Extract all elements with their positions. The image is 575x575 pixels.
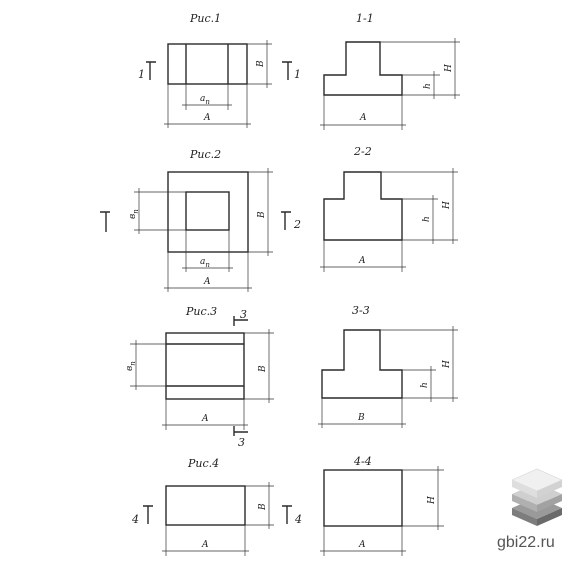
- figure-3-mark-top: 3: [240, 308, 247, 321]
- figure-1-mark-left: 1: [138, 68, 145, 81]
- figure-3-dim-H: H: [442, 360, 452, 369]
- figure-2-dim-b: B: [257, 211, 267, 219]
- figure-4-mark-left: 4: [131, 513, 139, 526]
- figure-4-dim-a: A: [201, 540, 209, 550]
- figure-3-section-title: 3-3: [352, 304, 370, 317]
- logo-icon: [511, 468, 563, 526]
- figure-2-section-title: 2-2: [353, 145, 372, 158]
- logo-text: gbi22.ru: [497, 534, 555, 551]
- figure-3-section-dim-b: B: [357, 413, 365, 423]
- figure-2-dim-an: an: [200, 257, 210, 269]
- figure-4-dim-H: H: [427, 496, 437, 505]
- figure-4-mark-right: 4: [294, 513, 302, 526]
- figure-1-dim-H: H: [444, 64, 454, 73]
- figure-1-mark-right: 1: [294, 68, 301, 81]
- figure-4-plan: [165, 485, 246, 526]
- figure-3: Рис.3 B вn A 3 3 3-3 h H: [125, 304, 458, 449]
- figure-1-dim-b: B: [256, 60, 266, 68]
- figure-2-title: Рис.2: [189, 148, 221, 161]
- figure-1-plan: [167, 43, 248, 85]
- figure-2-section-profile: [323, 171, 403, 241]
- figure-2-plan-inner: [185, 191, 230, 231]
- figure-4: Рис.4 B A 4 4 4-4 H A: [131, 455, 444, 556]
- figure-1-title: Рис.1: [189, 12, 221, 25]
- figure-3-mark-bottom: 3: [238, 436, 245, 449]
- figure-3-title: Рис.3: [185, 305, 217, 318]
- figure-2-dim-bn: вn: [128, 209, 140, 219]
- figure-3-dim-bn: вn: [125, 361, 137, 371]
- figure-1-dim-a: A: [203, 113, 211, 123]
- figure-2-dim-h: h: [422, 216, 432, 222]
- figure-3-plan: [165, 332, 245, 400]
- figure-4-section-profile: [323, 469, 403, 527]
- figure-4-dim-b: B: [258, 503, 268, 511]
- figure-3-dim-a: A: [201, 414, 209, 424]
- figure-1-section-dim-a: A: [359, 113, 367, 123]
- figure-1-dim-h: h: [423, 83, 433, 89]
- figure-4-title: Рис.4: [187, 457, 219, 470]
- figure-1: Рис.1 B an A 1 1 1-1 h H: [138, 12, 460, 130]
- figure-4-section-dim-a: A: [358, 540, 366, 550]
- figure-2-dim-a: A: [203, 277, 211, 287]
- figure-1-dim-an: an: [200, 94, 210, 106]
- figure-2-mark-right: 2: [293, 218, 301, 231]
- figure-2-plan: [167, 171, 249, 253]
- figure-2-section-dim-a: A: [358, 256, 366, 266]
- figure-2-dim-H: H: [442, 201, 452, 210]
- figure-3-section-profile: [321, 329, 403, 399]
- figure-4-section-title: 4-4: [353, 455, 372, 468]
- figure-2: Рис.2 B вn an A 2 2-2 h H: [100, 145, 458, 292]
- figure-1-section-title: 1-1: [356, 12, 374, 25]
- figure-1-section-profile: [323, 41, 403, 96]
- figure-3-dim-b: B: [258, 365, 268, 373]
- figure-3-dim-h: h: [420, 382, 430, 388]
